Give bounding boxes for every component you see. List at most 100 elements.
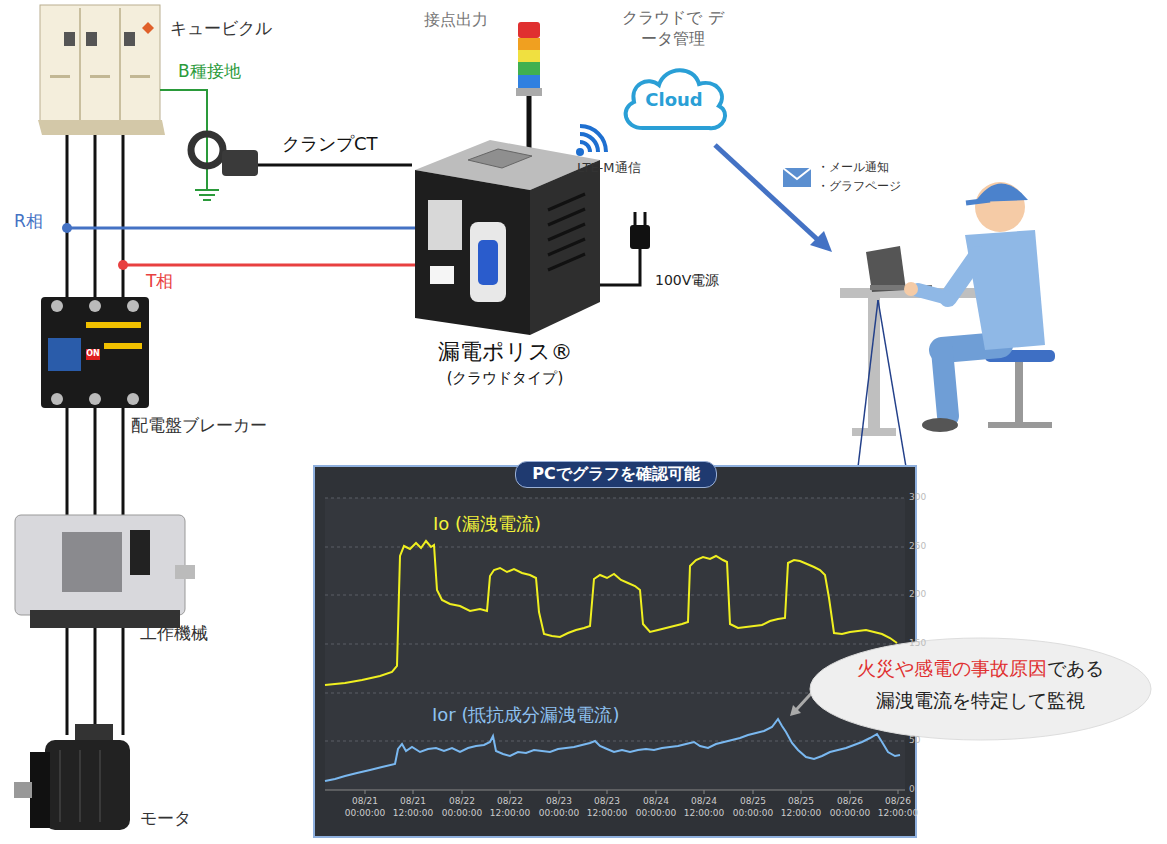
cabinet-base [38, 120, 165, 135]
lamp-orange [518, 38, 540, 50]
plug-prong [634, 212, 637, 225]
lamp-yellow [518, 50, 540, 62]
tap-dot [118, 260, 128, 270]
text-label: 150 [909, 638, 926, 650]
text-label: Ior (抵抗成分漏洩電流) [432, 703, 620, 726]
motor-shaft [14, 782, 32, 798]
r-phase-wire [67, 227, 415, 230]
terminal [51, 300, 63, 312]
vent-slit [548, 254, 585, 270]
text-label: R相 [14, 210, 43, 232]
tower-base [516, 88, 542, 96]
lamp-green [518, 62, 540, 75]
text-label: LTE-M通信 [577, 160, 641, 177]
power-plug [600, 212, 650, 285]
cubicle-illustration [38, 5, 165, 135]
door-window [86, 32, 97, 46]
cap-brim [966, 200, 990, 203]
motor-body [45, 740, 130, 830]
vent-slit [548, 209, 585, 225]
motor-fin [99, 750, 101, 822]
tower-pole [527, 95, 532, 150]
operator-forearm [918, 290, 948, 298]
terminal [89, 393, 101, 405]
text-label: 0 [909, 784, 915, 796]
module-window [478, 240, 498, 285]
ground-symbol [195, 189, 219, 191]
tap-dot [62, 223, 72, 233]
door-window [124, 32, 135, 46]
lamp-red [518, 22, 540, 38]
yellow-bar [104, 343, 142, 349]
t-phase-wire [123, 264, 415, 267]
phase-wires [62, 223, 415, 270]
text-label: 08/26 12:00:00 [873, 796, 923, 819]
text-label: 50 [909, 735, 920, 747]
operator-shin [942, 350, 948, 416]
text-label: ON [86, 349, 100, 359]
wire [94, 408, 97, 515]
device-illustration [415, 140, 600, 335]
text-label: ・メール通知 [817, 160, 889, 176]
text-label: 08/21 12:00:00 [388, 796, 438, 819]
b-ground-wire [160, 90, 207, 190]
node-text: (クラウドタイプ) [380, 369, 630, 389]
text-label: 250 [909, 541, 926, 553]
text-label: 08/21 00:00:00 [340, 796, 390, 819]
node-text: キュービクル [170, 17, 272, 39]
arrow-head [810, 231, 832, 252]
motor-fin [79, 750, 81, 822]
text-label: Io (漏洩電流) [433, 512, 541, 535]
wifi-icon [576, 126, 606, 156]
text-label: 200 [909, 589, 926, 601]
device-node: 漏電ポリス®(クラウドタイプ) [410, 140, 600, 335]
wire [122, 133, 125, 297]
warning-sign [142, 22, 154, 34]
mail-icon [783, 168, 811, 187]
ground-symbol [199, 194, 215, 196]
motor-illustration [14, 724, 130, 830]
chair-stem [1015, 362, 1023, 422]
terminal [89, 300, 101, 312]
cubicle-node: キュービクル [35, 5, 155, 133]
text-label: 08/23 12:00:00 [582, 796, 632, 819]
machine-node: 工作機械 [15, 515, 175, 620]
bus-connector [67, 620, 123, 735]
machine-tray [175, 565, 195, 579]
wire [66, 408, 69, 515]
text-label: 08/22 00:00:00 [437, 796, 487, 819]
clamp-body [222, 150, 258, 176]
yellow-bar [86, 322, 141, 328]
callout-bubble: 火災や感電の事故原因である漏洩電流を特定して監視 [808, 636, 1153, 742]
node-text: 配電盤ブレーカー [131, 414, 267, 436]
bus-connector [67, 133, 123, 297]
node-text: 漏電ポリス® [380, 338, 630, 367]
motor-flange [30, 752, 50, 828]
wire [122, 620, 125, 735]
door-window [64, 32, 75, 46]
chart-panel: PCでグラフを確認可能 [313, 465, 917, 838]
terminal [51, 393, 63, 405]
on-lamp [86, 349, 100, 360]
motor-fin [59, 750, 61, 822]
node-text: モータ [140, 807, 191, 829]
terminal [127, 300, 139, 312]
chair-base [988, 422, 1052, 428]
door-seam [79, 8, 81, 120]
device-display [428, 200, 462, 250]
text-label: クラウドで データ管理 [618, 8, 728, 50]
cloud-node: Cloud [618, 62, 730, 134]
breaker-body [41, 297, 149, 408]
plug-prong [644, 212, 647, 225]
wire [94, 620, 97, 735]
terminal [127, 393, 139, 405]
text-label: 08/24 00:00:00 [631, 796, 681, 819]
text-label: 08/24 12:00:00 [679, 796, 729, 819]
text-line: 火災や感電の事故原因である [808, 656, 1153, 682]
machine-body [15, 515, 185, 615]
wifi-arc [580, 134, 598, 152]
text-label: 08/22 12:00:00 [485, 796, 535, 819]
vent [90, 75, 110, 78]
wire [66, 133, 69, 297]
